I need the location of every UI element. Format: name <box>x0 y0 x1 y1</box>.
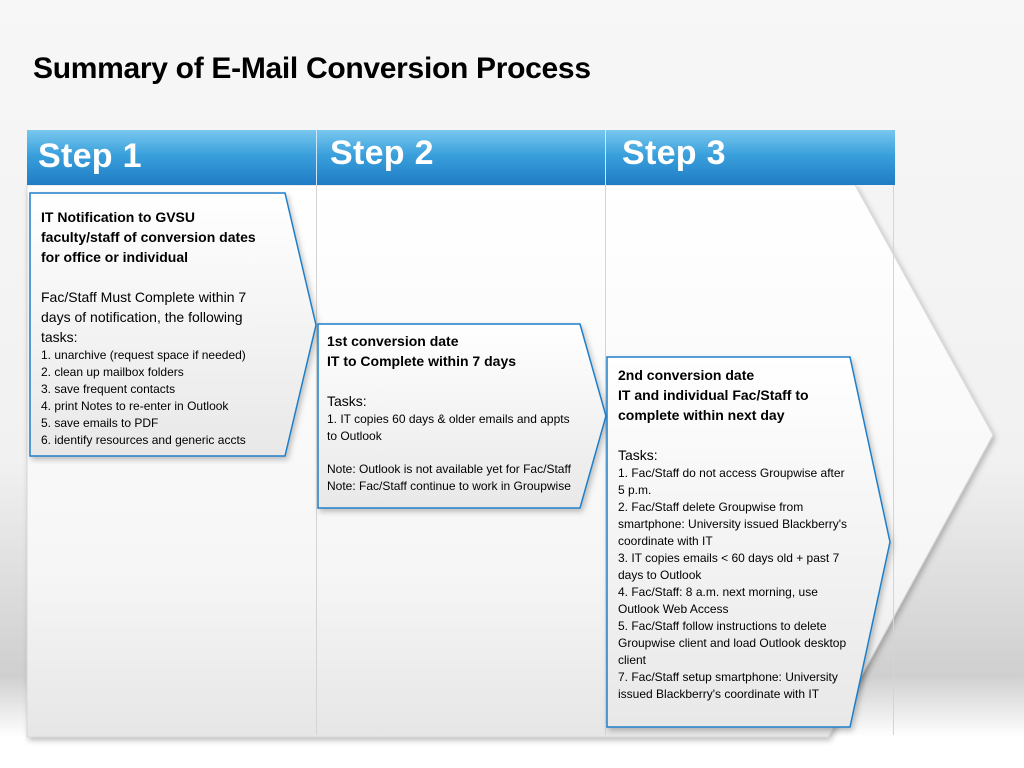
box3-task-line: 3. IT copies emails < 60 days old + past… <box>618 551 840 565</box>
box1-task: 6. identify resources and generic accts <box>41 433 246 447</box>
box2-note: Note: Outlook is not available yet for F… <box>327 462 571 476</box>
box1-heading-line: for office or individual <box>41 249 189 265</box>
box3-task-line: 1. Fac/Staff do not access Groupwise aft… <box>618 466 845 480</box>
box1-intro-line: Fac/Staff Must Complete within 7 <box>41 289 247 305</box>
box3-task-line: days to Outlook <box>618 568 702 582</box>
box1-task: 2. clean up mailbox folders <box>41 365 184 379</box>
box3-task-line: 5. Fac/Staff follow instructions to dele… <box>618 619 827 633</box>
steps-header-bar <box>27 130 895 185</box>
box3-heading-line: complete within next day <box>618 407 785 423</box>
box3-task-line: 7. Fac/Staff setup smartphone: Universit… <box>618 670 838 684</box>
box2-task-line: to Outlook <box>327 429 382 443</box>
box3-task-line: issued Blackberry's coordinate with IT <box>618 687 820 701</box>
box3-tasks-label: Tasks: <box>618 447 658 463</box>
step-2-label: Step 2 <box>330 134 434 172</box>
step-1-label: Step 1 <box>38 137 142 175</box>
column-divider <box>316 130 317 735</box>
box3-task-line: 2. Fac/Staff delete Groupwise from <box>618 500 804 514</box>
step-1-text: IT Notification to GVSU faculty/staff of… <box>41 207 256 449</box>
box3-heading-line: IT and individual Fac/Staff to <box>618 387 809 403</box>
box2-tasks-label: Tasks: <box>327 393 367 409</box>
box3-task-line: Groupwise client and load Outlook deskto… <box>618 636 847 650</box>
box1-heading-line: faculty/staff of conversion dates <box>41 229 256 245</box>
box1-task: 5. save emails to PDF <box>41 416 159 430</box>
step-3-label: Step 3 <box>622 134 726 172</box>
box3-task-line: client <box>618 653 647 667</box>
box1-heading-line: IT Notification to GVSU <box>41 209 195 225</box>
box2-note: Note: Fac/Staff continue to work in Grou… <box>327 479 571 493</box>
box2-heading-line: 1st conversion date <box>327 333 459 349</box>
box1-task: 1. unarchive (request space if needed) <box>41 348 246 362</box>
column-divider <box>605 130 606 735</box>
box3-task-line: smartphone: University issued Blackberry… <box>618 517 848 531</box>
step-3-text: 2nd conversion date IT and individual Fa… <box>618 365 847 703</box>
box3-task-line: 5 p.m. <box>618 483 652 497</box>
slide-title: Summary of E-Mail Conversion Process <box>33 52 591 85</box>
box1-intro-line: days of notification, the following <box>41 309 243 325</box>
header-divider <box>605 130 606 185</box>
box3-task-line: 4. Fac/Staff: 8 a.m. next morning, use <box>618 585 818 599</box>
step-2-text: 1st conversion date IT to Complete withi… <box>327 331 571 495</box>
box1-task: 4. print Notes to re-enter in Outlook <box>41 399 229 413</box>
box3-task-line: Outlook Web Access <box>618 602 729 616</box>
box2-heading-line: IT to Complete within 7 days <box>327 353 517 369</box>
header-divider <box>316 130 317 185</box>
box1-task: 3. save frequent contacts <box>41 382 176 396</box>
column-divider <box>893 130 894 735</box>
box3-heading-line: 2nd conversion date <box>618 367 755 383</box>
box3-task-line: coordinate with IT <box>618 534 713 548</box>
box2-task-line: 1. IT copies 60 days & older emails and … <box>327 412 570 426</box>
box1-intro-line: tasks: <box>41 329 78 345</box>
